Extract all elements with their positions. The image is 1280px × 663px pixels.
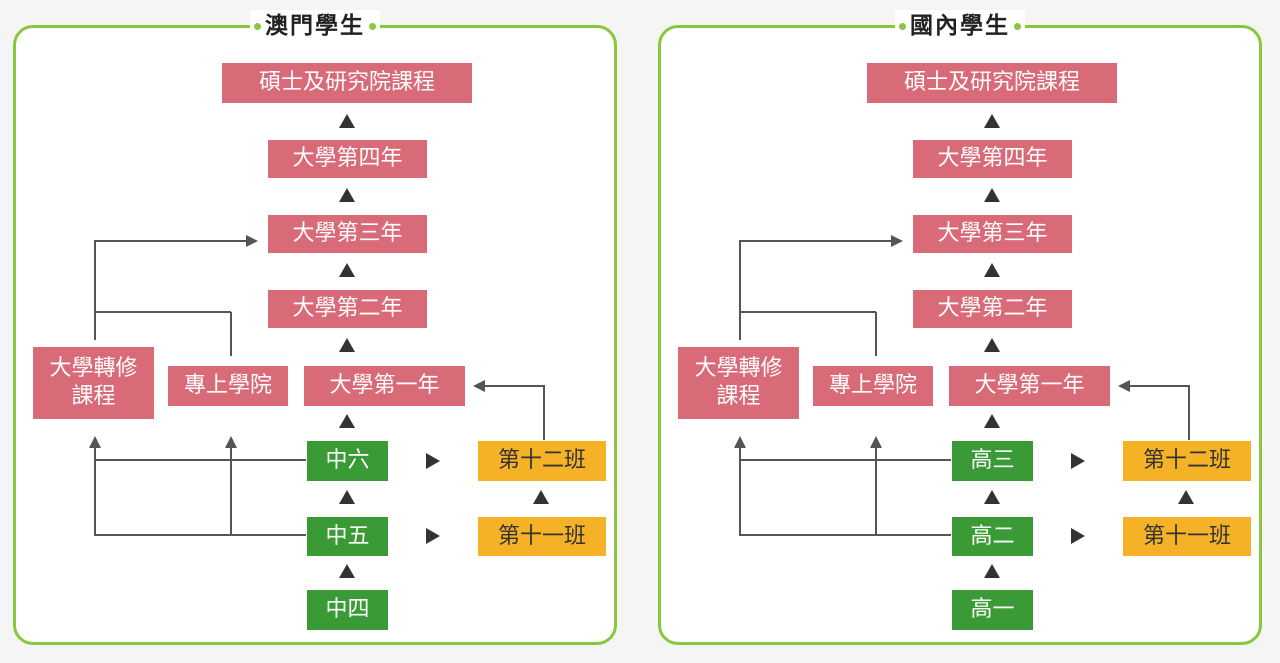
arrow-up-icon bbox=[984, 414, 1000, 428]
arrow-up-icon bbox=[984, 490, 1000, 504]
box-class-11: 第十一班 bbox=[478, 517, 606, 556]
box-secondary-lower: 中四 bbox=[307, 590, 388, 630]
arrow-up-icon bbox=[225, 436, 237, 448]
arrow-up-icon bbox=[339, 188, 355, 202]
arrow-left-icon bbox=[1118, 380, 1130, 392]
arrow-up-icon bbox=[339, 338, 355, 352]
box-graduate-programs: 碩士及研究院課程 bbox=[867, 63, 1117, 103]
arrow-right-icon bbox=[1071, 453, 1085, 469]
box-university-year-3: 大學第三年 bbox=[913, 215, 1072, 253]
arrow-up-icon bbox=[533, 490, 549, 504]
arrow-up-icon bbox=[984, 263, 1000, 277]
arrow-up-icon bbox=[339, 114, 355, 128]
arrow-left-icon bbox=[473, 380, 485, 392]
arrow-up-icon bbox=[870, 436, 882, 448]
arrow-up-icon bbox=[984, 188, 1000, 202]
box-university-year-1: 大學第一年 bbox=[304, 366, 465, 406]
box-university-year-2: 大學第二年 bbox=[913, 290, 1072, 328]
arrow-up-icon bbox=[984, 338, 1000, 352]
arrow-up-icon bbox=[339, 263, 355, 277]
arrow-up-icon bbox=[984, 564, 1000, 578]
panel-macau-students: 澳門學生 碩士及研究院課程 大學第四年 大學第三年 大學第二年 大學轉修 課程 … bbox=[13, 10, 617, 645]
arrow-right-icon bbox=[246, 235, 258, 247]
box-secondary-upper: 中六 bbox=[307, 441, 388, 481]
box-transfer-program: 大學轉修 課程 bbox=[33, 347, 154, 419]
arrow-up-icon bbox=[734, 436, 746, 448]
box-vocational-college: 專上學院 bbox=[813, 366, 933, 406]
bullet-dot-icon bbox=[369, 22, 376, 30]
panel-mainland-students: 國內學生 碩士及研究院課程 大學第四年 大學第三年 大學第二年 大學轉修 課程 … bbox=[658, 10, 1262, 645]
box-university-year-4: 大學第四年 bbox=[268, 140, 427, 178]
arrow-up-icon bbox=[339, 490, 355, 504]
arrow-right-icon bbox=[426, 453, 440, 469]
arrow-up-icon bbox=[339, 564, 355, 578]
box-university-year-2: 大學第二年 bbox=[268, 290, 427, 328]
box-class-12: 第十二班 bbox=[478, 441, 606, 481]
arrow-up-icon bbox=[1178, 490, 1194, 504]
box-vocational-college: 專上學院 bbox=[168, 366, 288, 406]
bullet-dot-icon bbox=[254, 22, 261, 30]
bullet-dot-icon bbox=[899, 22, 906, 30]
box-class-11: 第十一班 bbox=[1123, 517, 1251, 556]
arrow-right-icon bbox=[1071, 528, 1085, 544]
box-transfer-program: 大學轉修 課程 bbox=[678, 347, 799, 419]
box-senior-1: 高一 bbox=[952, 590, 1033, 630]
panel-title: 澳門學生 bbox=[250, 10, 380, 42]
box-senior-2: 高二 bbox=[952, 517, 1033, 556]
arrow-up-icon bbox=[984, 114, 1000, 128]
arrow-right-icon bbox=[891, 235, 903, 247]
panel-title: 國內學生 bbox=[895, 10, 1025, 42]
box-secondary-middle: 中五 bbox=[307, 517, 388, 556]
connector-lines bbox=[89, 235, 545, 536]
panel-title-text: 澳門學生 bbox=[265, 13, 365, 39]
connector-lines bbox=[734, 235, 1190, 536]
arrow-up-icon bbox=[339, 414, 355, 428]
box-university-year-4: 大學第四年 bbox=[913, 140, 1072, 178]
box-graduate-programs: 碩士及研究院課程 bbox=[222, 63, 472, 103]
box-class-12: 第十二班 bbox=[1123, 441, 1251, 481]
panel-title-text: 國內學生 bbox=[910, 13, 1010, 39]
bullet-dot-icon bbox=[1014, 22, 1021, 30]
arrow-right-icon bbox=[426, 528, 440, 544]
box-senior-3: 高三 bbox=[952, 441, 1033, 481]
box-university-year-3: 大學第三年 bbox=[268, 215, 427, 253]
box-university-year-1: 大學第一年 bbox=[949, 366, 1110, 406]
arrow-up-icon bbox=[89, 436, 101, 448]
